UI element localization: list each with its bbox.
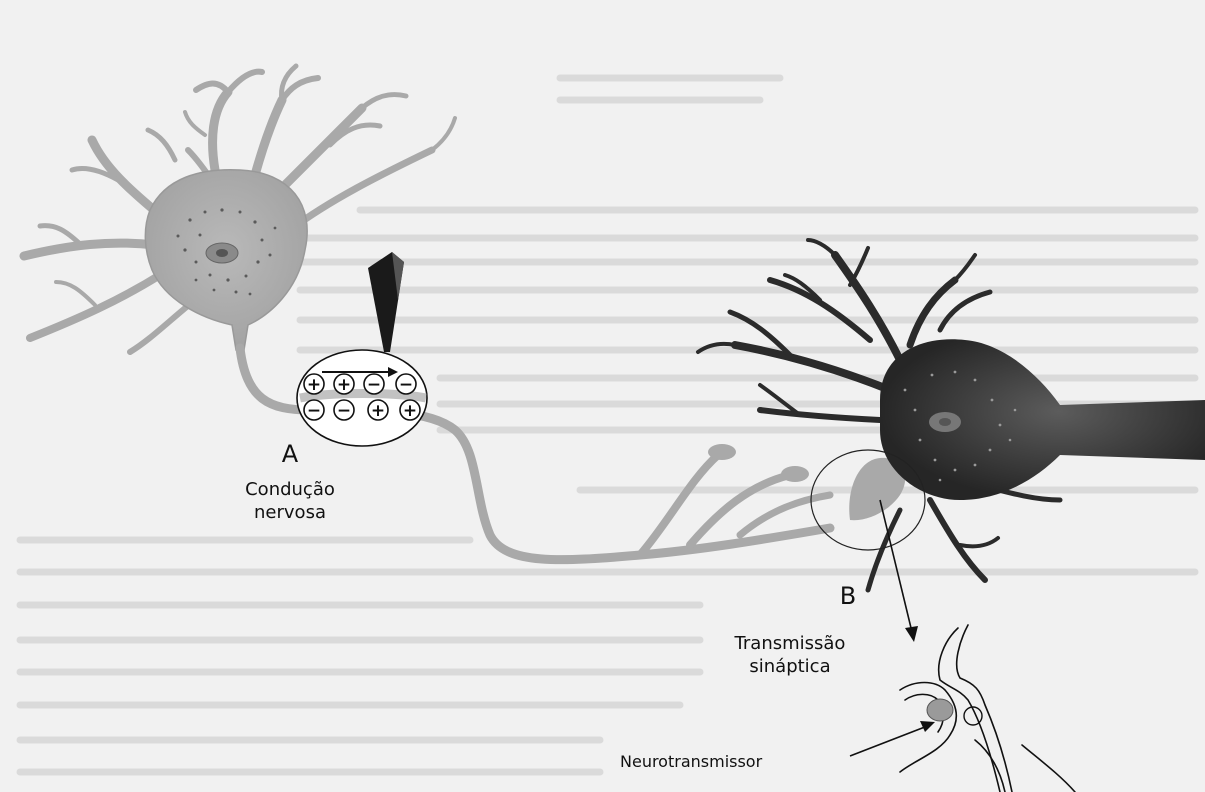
caption-b-line2: sináptica [700,655,880,678]
charge-top-3-sign: − [399,375,413,395]
caption-b: Transmissão sináptica [700,632,880,678]
synapse-detail [900,625,1075,792]
electrode-icon [368,252,404,352]
neuron-b-nucleolus [939,418,951,426]
neurotransmitter-vesicle [927,699,953,721]
label-b: B [828,582,868,610]
label-a: A [270,440,310,468]
label-neurotransmitter: Neurotransmissor [620,750,860,773]
caption-a: Condução nervosa [200,478,380,524]
charge-top-1-sign: + [337,375,351,395]
neuron-b-soma [880,339,1205,500]
charge-top-0-sign: + [307,375,321,395]
charge-bottom-3-sign: + [403,401,417,421]
neuron-a [24,66,905,560]
charge-top-2-sign: − [367,375,381,395]
neurotransmitter-pointer-arrow [850,721,935,756]
neuron-a-nucleolus [216,249,228,257]
neuron-a-terminal-bulbs [708,444,905,520]
charge-bottom-0-sign: − [307,401,321,421]
caption-a-line1: Condução [200,478,380,501]
caption-b-line1: Transmissão [700,632,880,655]
charge-bottom-1-sign: − [337,401,351,421]
charge-bottom-2-sign: + [371,401,385,421]
magnifier-a: ++−−−−++ [297,350,427,446]
caption-a-line2: nervosa [200,501,380,524]
